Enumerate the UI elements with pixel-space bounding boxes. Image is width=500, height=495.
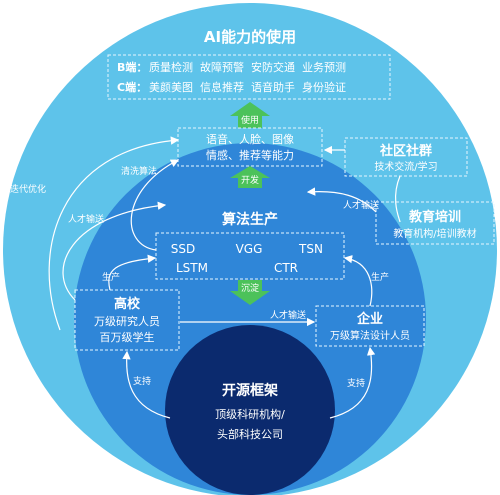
algo-lstm: LSTM — [176, 261, 208, 275]
feedback-label: 清洗算法 — [121, 165, 157, 177]
capability-line2: 情感、推荐等能力 — [206, 148, 294, 162]
community-title: 社区社群 — [379, 143, 432, 159]
university-box — [74, 289, 180, 351]
enterprise-sub: 万级算法设计人员 — [330, 329, 410, 342]
produce-right-label: 生产 — [371, 271, 389, 283]
talent-mid-label: 人才输送 — [270, 309, 306, 321]
opensource-line2: 头部科技公司 — [217, 427, 283, 441]
deposit-arrow — [230, 280, 270, 305]
university-line1: 万级研究人员 — [94, 314, 160, 328]
enterprise-title: 企业 — [356, 311, 383, 327]
support-left-label: 支持 — [133, 375, 151, 387]
develop-arrow — [230, 166, 270, 188]
capability-line1: 语音、人脸、图像 — [206, 132, 294, 146]
talent-left-connector — [62, 201, 167, 301]
b-end-label: B端： — [117, 60, 147, 74]
enterprise-box — [315, 305, 425, 347]
algo-ctr: CTR — [274, 261, 298, 275]
community-box — [344, 137, 468, 177]
iterate-connector — [48, 136, 180, 331]
algo-vgg: VGG — [236, 242, 263, 256]
university-line2: 百万级学生 — [100, 330, 155, 344]
c-end-items: 美颜美图 信息推荐 语音助手 身份验证 — [149, 80, 346, 94]
c-end-label: C端： — [117, 80, 147, 94]
algo-tsn: TSN — [298, 242, 323, 256]
produce-left-label: 生产 — [102, 271, 120, 283]
support-right-label: 支持 — [347, 377, 365, 389]
opensource-title: 开源框架 — [222, 382, 278, 399]
produce-right-connector — [343, 254, 373, 307]
b-end-items: 质量检测 故障预警 安防交通 业务预测 — [149, 60, 346, 74]
talent-right-connector — [306, 187, 377, 213]
produce-left-connector — [108, 254, 157, 291]
develop-arrow-label: 开发 — [241, 174, 259, 186]
community-sub: 技术交流/学习 — [374, 160, 437, 173]
university-title: 高校 — [114, 296, 141, 312]
middle-circle — [74, 143, 426, 495]
middle-title: 算法生产 — [222, 211, 278, 228]
support-right-connector — [329, 346, 376, 419]
iterate-label: 迭代优化 — [10, 183, 46, 195]
use-arrow-label: 使用 — [241, 114, 259, 126]
talent-left-label: 人才输送 — [68, 213, 104, 225]
support-left-connector — [122, 350, 171, 419]
deposit-arrow-label: 沉淀 — [241, 282, 259, 294]
feedback-connector — [130, 159, 180, 251]
usage-box — [107, 54, 391, 100]
talent-right-label: 人才输送 — [343, 199, 379, 211]
outer-title: AI能力的使用 — [204, 28, 296, 46]
inner-circle — [165, 325, 335, 495]
algo-ssd: SSD — [171, 242, 195, 256]
use-arrow — [230, 102, 270, 128]
opensource-line1: 顶级科研机构/ — [215, 407, 285, 421]
education-sub: 教育机构/培训教材 — [393, 227, 476, 240]
capability-box — [177, 127, 323, 167]
education-title: 教育培训 — [408, 209, 461, 225]
community-education-link — [395, 175, 401, 223]
